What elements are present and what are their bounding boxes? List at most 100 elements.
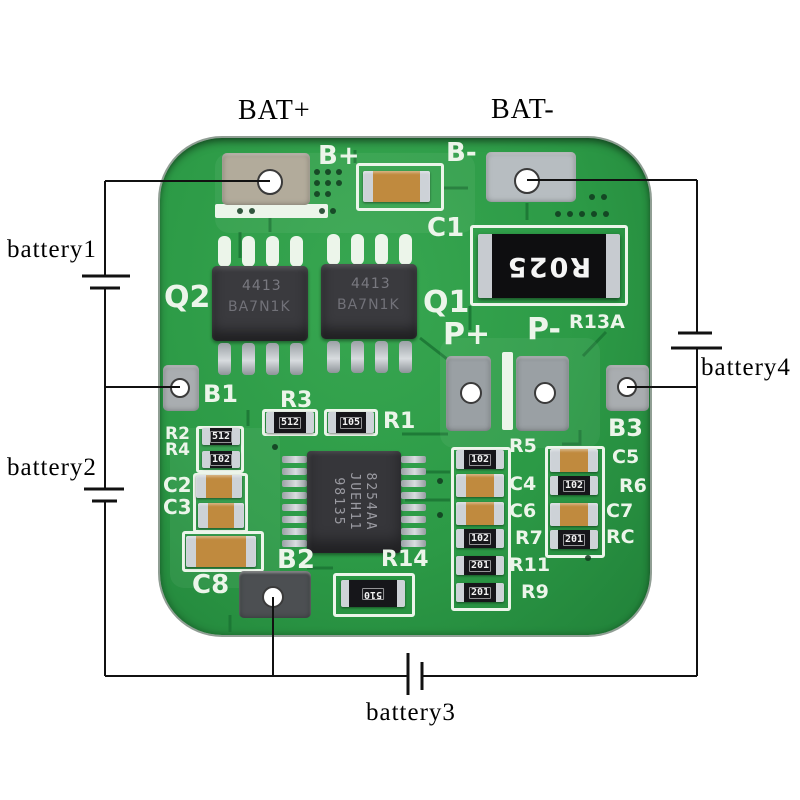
via-dot — [579, 211, 585, 217]
via-dot — [249, 208, 255, 214]
trace — [581, 330, 608, 358]
smd-marking: 102 — [468, 532, 492, 545]
smd-resistor: 512 — [266, 412, 314, 433]
smd-marking: 201 — [468, 559, 492, 572]
ic-pins-left — [282, 456, 307, 547]
battery1-symbol — [82, 274, 130, 290]
q2-marking-line2: BA7N1K — [228, 299, 291, 315]
silkscreen-label: R3 — [280, 388, 313, 413]
via-dot — [555, 211, 561, 217]
silkscreen-outline — [196, 426, 244, 473]
smd-resistor: 102 — [456, 529, 504, 548]
silkscreen-outline — [470, 225, 628, 306]
smd-marking: 102 — [562, 479, 586, 492]
smd-marking: 102 — [468, 453, 492, 466]
silkscreen-label: C5 — [612, 446, 640, 468]
silkscreen-outline — [545, 446, 605, 558]
via-dot — [601, 194, 607, 200]
q1-marking-line1: 4413 — [351, 276, 391, 292]
silkscreen-label: C7 — [606, 500, 634, 522]
smd-marking: 201 — [562, 533, 586, 546]
silkscreen-label: R4 — [165, 440, 190, 460]
q1-top-pads — [327, 234, 412, 265]
silkscreen-outline — [333, 573, 415, 617]
silkscreen-label: B2 — [277, 545, 315, 575]
via-dot — [325, 180, 331, 186]
smd-marking: 102 — [209, 453, 233, 466]
pad-hole — [534, 382, 556, 404]
silkscreen-label: R9 — [521, 581, 549, 603]
smd-capacitor — [456, 474, 504, 497]
silkscreen-label: B+ — [318, 141, 360, 171]
via-dot — [237, 208, 243, 214]
silkscreen-label: Q2 — [164, 280, 211, 315]
silkscreen-label: C6 — [509, 500, 537, 522]
smd-capacitor — [550, 503, 598, 526]
silkscreen-bar — [215, 204, 328, 218]
via-dot — [330, 208, 336, 214]
silkscreen-label: B3 — [608, 414, 643, 442]
silkscreen-label: R5 — [509, 435, 537, 457]
pad-hole — [460, 382, 482, 404]
q2-package: 4413 BA7N1K — [212, 266, 308, 341]
q2-marking-line1: 4413 — [242, 278, 282, 294]
via-dot — [314, 180, 320, 186]
label-battery2: battery2 — [7, 454, 97, 481]
via-dot — [325, 191, 331, 197]
silkscreen-label: R7 — [515, 527, 543, 549]
silkscreen-label: R11 — [509, 554, 551, 576]
label-bat-plus: BAT+ — [238, 95, 311, 126]
silkscreen-label: B1 — [203, 380, 238, 408]
silkscreen-label: C3 — [163, 495, 192, 519]
via-dot — [336, 180, 342, 186]
label-battery4: battery4 — [701, 354, 791, 381]
silkscreen-label: Q1 — [423, 285, 470, 320]
smd-marking: 201 — [468, 586, 492, 599]
battery3-symbol — [406, 653, 424, 695]
smd-resistor: 510 — [341, 580, 405, 607]
silkscreen-outline — [451, 447, 511, 611]
smd-resistor: 512 — [202, 428, 240, 445]
battery4-symbol — [671, 331, 722, 350]
via-dot — [589, 194, 595, 200]
label-battery1: battery1 — [7, 236, 97, 263]
via-dot — [314, 191, 320, 197]
via-dot — [591, 211, 597, 217]
q1-marking-line2: BA7N1K — [337, 297, 400, 313]
silkscreen-label: R6 — [619, 475, 647, 497]
via-dot — [314, 169, 320, 175]
smd-capacitor — [186, 536, 256, 567]
silkscreen-label: R2 — [165, 424, 190, 444]
silkscreen-label: RC — [606, 526, 635, 548]
smd-marking: 105 — [339, 416, 363, 429]
via-dot — [567, 211, 573, 217]
q1-bottom-pins — [327, 341, 412, 373]
trace — [419, 336, 448, 361]
silkscreen-label: C1 — [427, 213, 465, 243]
silkscreen-label: P+ — [443, 317, 491, 352]
silkscreen-bar — [502, 352, 513, 430]
q2-top-pads — [218, 236, 303, 267]
battery2-symbol — [84, 487, 124, 503]
silkscreen-label: B- — [446, 138, 477, 168]
current-sense-resistor: R025 — [478, 234, 620, 298]
silkscreen-label: C4 — [509, 473, 537, 495]
silkscreen-outline — [356, 163, 444, 211]
smd-resistor: 201 — [550, 530, 598, 549]
q2-bottom-pins — [218, 343, 303, 375]
via-dot — [585, 555, 591, 561]
smd-resistor: 102 — [550, 476, 598, 495]
ic-pins-right — [401, 456, 426, 547]
silkscreen-label: C8 — [192, 570, 230, 600]
silkscreen-label: R13A — [569, 311, 625, 333]
q1-package: 4413 BA7N1K — [321, 264, 417, 339]
smd-capacitor — [456, 502, 504, 525]
smd-resistor: 201 — [456, 556, 504, 575]
ic-package — [307, 451, 401, 553]
smd-resistor: 201 — [456, 583, 504, 602]
via-dot — [336, 169, 342, 175]
trace — [562, 430, 582, 446]
protection-ic: 8254AA JUEH11 98135 — [282, 451, 426, 553]
